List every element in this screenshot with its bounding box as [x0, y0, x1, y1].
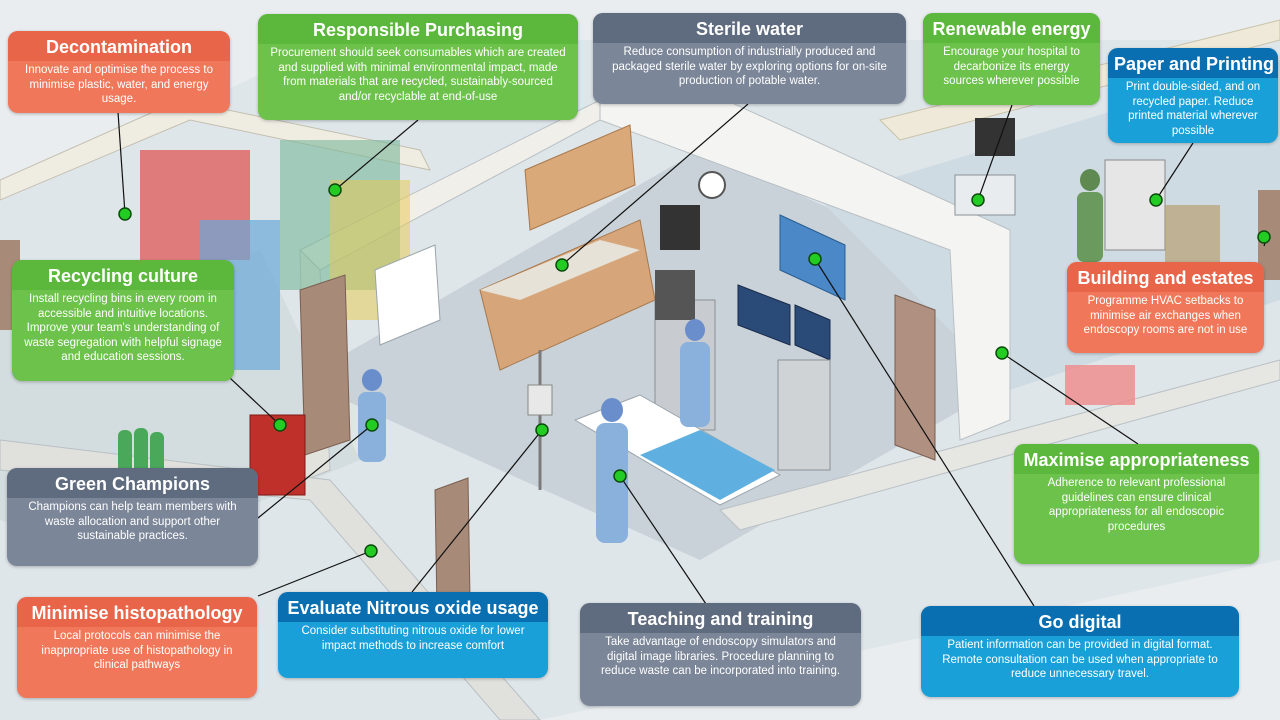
storage-rack — [1165, 205, 1220, 265]
callout-title: Renewable energy — [923, 13, 1100, 43]
callout-title: Go digital — [921, 606, 1239, 636]
marker-go-digital — [808, 252, 822, 266]
callout-maximise-appropriateness: Maximise appropriateness Adherence to re… — [1014, 444, 1259, 564]
leader-renewable-energy — [977, 104, 1013, 201]
monitor-1 — [737, 284, 791, 346]
staff-figures — [358, 169, 1103, 543]
left-door — [299, 274, 351, 456]
waste-bin — [655, 270, 695, 320]
callout-body: Install recycling bins in every room in … — [24, 293, 222, 363]
hand-dryer — [975, 118, 1015, 156]
callout-body: Consider substituting nitrous oxide for … — [301, 625, 525, 652]
callout-title: Responsible Purchasing — [258, 14, 578, 44]
callout-body: Print double-sided, and on recycled pape… — [1125, 81, 1261, 137]
leader-green-champions — [257, 424, 373, 519]
callout-title: Teaching and training — [580, 603, 861, 633]
callout-title: Paper and Printing — [1108, 48, 1278, 78]
callout-body: Reduce consumption of industrially produ… — [612, 46, 887, 87]
equipment-cart — [777, 359, 831, 471]
right-door — [894, 294, 936, 461]
callout-title: Recycling culture — [12, 260, 234, 290]
infusion-pump — [527, 384, 553, 416]
wall-cabinet — [524, 124, 636, 231]
callout-body: Innovate and optimise the process to min… — [25, 64, 213, 105]
marker-decontamination — [118, 207, 132, 221]
callout-go-digital: Go digital Patient information can be pr… — [921, 606, 1239, 697]
leader-recycling-culture — [229, 377, 281, 426]
callout-body: Local protocols can minimise the inappro… — [41, 630, 233, 671]
leader-nitrous-oxide — [411, 429, 543, 593]
callout-teaching-training: Teaching and training Take advantage of … — [580, 603, 861, 706]
marker-sterile-water — [555, 258, 569, 272]
callout-building-estates: Building and estates Programme HVAC setb… — [1067, 262, 1264, 353]
leader-go-digital — [814, 258, 1035, 607]
marker-paper-printing — [1149, 193, 1163, 207]
leader-responsible-purchasing — [334, 119, 419, 191]
marker-responsible-purchasing — [328, 183, 342, 197]
callout-title: Decontamination — [8, 31, 230, 61]
callout-body: Adherence to relevant professional guide… — [1047, 477, 1226, 533]
leader-paper-printing — [1155, 142, 1194, 201]
marker-nitrous-oxide — [535, 423, 549, 437]
marker-recycling-culture — [273, 418, 287, 432]
callout-responsible-purchasing: Responsible Purchasing Procurement shoul… — [258, 14, 578, 120]
callout-body: Procurement should seek consumables whic… — [270, 47, 566, 103]
marker-teaching-training — [613, 469, 627, 483]
callout-body: Take advantage of endoscopy simulators a… — [600, 636, 841, 677]
callout-green-champions: Green Champions Champions can help team … — [7, 468, 258, 566]
wall-clock — [698, 171, 726, 199]
whiteboard — [374, 244, 441, 346]
callout-title: Maximise appropriateness — [1014, 444, 1259, 474]
callout-sterile-water: Sterile water Reduce consumption of indu… — [593, 13, 906, 104]
callout-recycling-culture: Recycling culture Install recycling bins… — [12, 260, 234, 381]
callout-minimise-histopathology: Minimise histopathology Local protocols … — [17, 597, 257, 698]
callout-paper-printing: Paper and Printing Print double-sided, a… — [1108, 48, 1278, 143]
marker-maximise-appropriateness — [995, 346, 1009, 360]
marker-minimise-histopathology — [364, 544, 378, 558]
leader-maximise-appropriateness — [1001, 352, 1139, 445]
callout-renewable-energy: Renewable energy Encourage your hospital… — [923, 13, 1100, 105]
front-right-wall — [719, 359, 1280, 531]
gas-cylinders — [118, 428, 164, 477]
bed-mattress — [640, 430, 775, 500]
towel-dispenser — [660, 205, 700, 250]
callout-title: Green Champions — [7, 468, 258, 498]
callout-body: Patient information can be provided in d… — [942, 639, 1218, 680]
callout-title: Building and estates — [1067, 262, 1264, 292]
supply-tray — [1065, 365, 1135, 405]
callout-body: Encourage your hospital to decarbonize i… — [943, 46, 1080, 87]
callout-title: Evaluate Nitrous oxide usage — [278, 592, 548, 622]
marker-green-champions — [365, 418, 379, 432]
callout-title: Sterile water — [593, 13, 906, 43]
callout-title: Minimise histopathology — [17, 597, 257, 627]
callout-decontamination: Decontamination Innovate and optimise th… — [8, 31, 230, 113]
leader-minimise-histopathology — [257, 550, 372, 597]
leader-sterile-water — [561, 103, 749, 266]
leader-teaching-training — [619, 475, 707, 605]
marker-building-estates — [1257, 230, 1271, 244]
callout-body: Champions can help team members with was… — [28, 501, 237, 542]
callout-nitrous-oxide: Evaluate Nitrous oxide usage Consider su… — [278, 592, 548, 678]
marker-renewable-energy — [971, 193, 985, 207]
leader-decontamination — [117, 111, 126, 215]
callout-body: Programme HVAC setbacks to minimise air … — [1083, 295, 1248, 336]
